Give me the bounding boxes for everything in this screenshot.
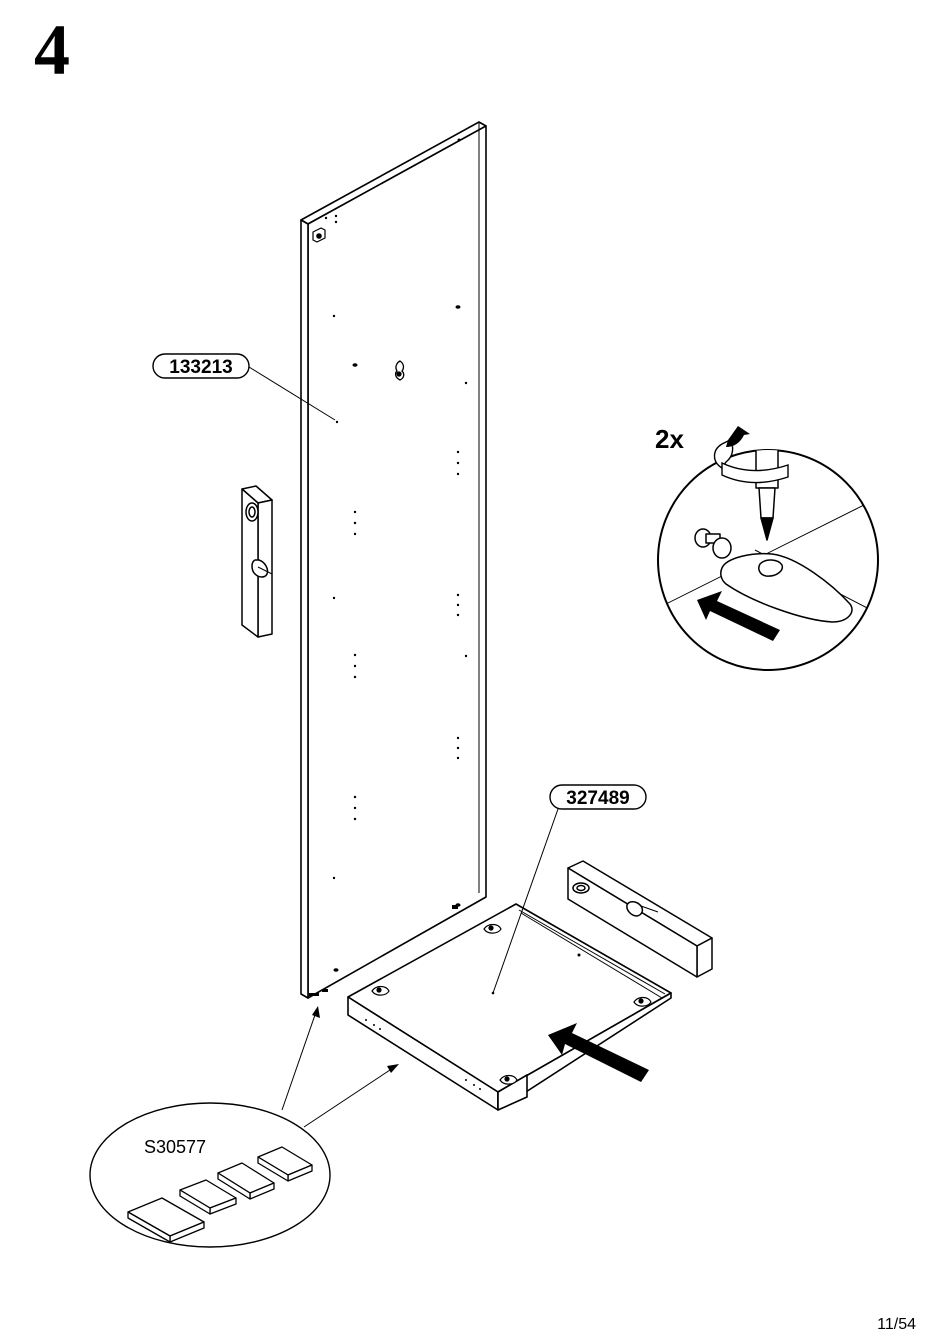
- side-panel-code: 133213: [169, 357, 232, 378]
- quantity-label: 2x: [655, 424, 684, 454]
- bottom-panel-code: 327489: [566, 788, 629, 809]
- keyhole-hanger: [396, 361, 404, 380]
- hardware-code: S30577: [144, 1137, 206, 1157]
- hardware-bubble: S30577: [90, 1006, 399, 1247]
- level-tool-icon: [242, 486, 272, 637]
- page-number: 11/54: [877, 1316, 916, 1334]
- side-panel: [301, 122, 486, 998]
- cam-lock-detail: 2x: [650, 408, 902, 670]
